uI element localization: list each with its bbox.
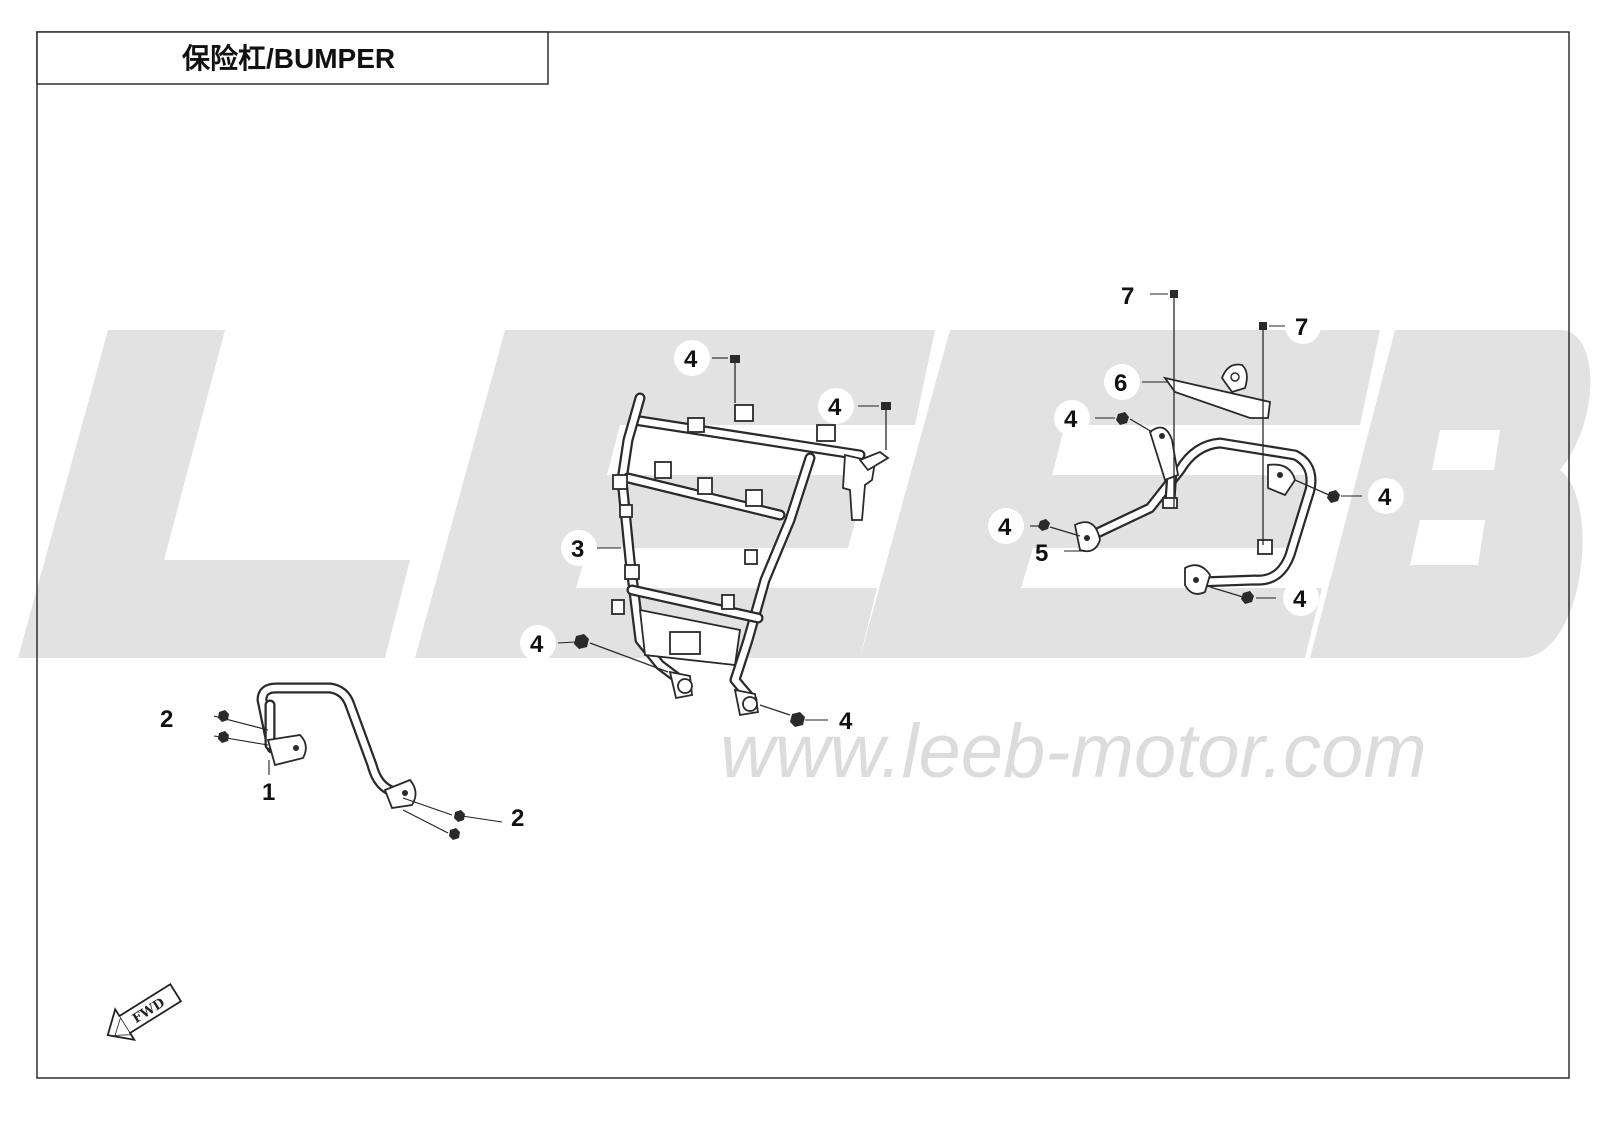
callout-3: 3 (561, 530, 621, 566)
hitch-bracket (1142, 363, 1271, 419)
callout-label: 3 (571, 536, 584, 563)
watermark-url: www.leeb-motor.com (720, 709, 1427, 794)
callout-label: 4 (1378, 484, 1392, 511)
callout-label: 6 (1114, 370, 1127, 397)
bumper-frame (611, 392, 890, 717)
callout-label: 4 (998, 514, 1012, 541)
bolt-4-rear-right-upper (1294, 479, 1362, 503)
callout-7-left: 7 (1121, 283, 1134, 310)
callout-label: 2 (511, 805, 524, 832)
bolt-4-bottom-right (759, 704, 828, 727)
bolt-2-group-left (213, 710, 269, 746)
callout-4-frame-bottom-right: 4 (829, 702, 865, 738)
callout-label: 4 (1064, 406, 1078, 433)
bolt-4-rear-right-lower (1209, 586, 1276, 604)
callout-label: 4 (828, 394, 842, 421)
pin-7-right (1259, 322, 1287, 545)
title-box (36, 31, 549, 85)
callout-label: 4 (684, 346, 698, 373)
bolt-4-bottom-left (557, 634, 669, 673)
page-title: 保险杠/BUMPER (182, 42, 395, 74)
callout-label: 7 (1295, 314, 1308, 341)
callout-2-left: 2 (160, 706, 173, 733)
callout-label: 1 (262, 779, 275, 806)
bolt-2-group-right (402, 797, 465, 840)
bolt-4-top-left (712, 355, 740, 403)
callout-label: 5 (1035, 540, 1048, 567)
bolt-4-rear-lower-left (1030, 519, 1085, 552)
callout-2-right: 2 (461, 805, 524, 832)
callout-7-right: 7 (1285, 308, 1321, 344)
callout-1: 1 (262, 760, 275, 806)
callout-4-frame-top-right: 4 (818, 388, 854, 424)
callout-4-rear-lower-left: 4 (988, 508, 1024, 544)
callout-label: 2 (160, 706, 173, 733)
callout-6: 6 (1104, 364, 1140, 400)
front-bumper-bar (256, 682, 417, 809)
callout-4-rear-right-upper: 4 (1368, 478, 1404, 514)
callout-5: 5 (1035, 540, 1048, 567)
diagram-border (36, 31, 1570, 1079)
callout-label: 4 (530, 631, 544, 658)
callout-4-frame-bottom-left: 4 (520, 625, 556, 661)
fwd-arrow-icon: FWD (106, 983, 183, 1042)
callout-4-rear-upper-left: 4 (1054, 400, 1090, 436)
callout-label: 4 (839, 708, 853, 735)
watermark-logo (18, 330, 1591, 658)
callout-4-rear-right-lower: 4 (1283, 580, 1319, 616)
bolt-4-rear-upper-left (1095, 412, 1153, 433)
pin-7-left (1150, 290, 1178, 508)
rear-bumper-bar (1073, 426, 1317, 595)
callout-label: 4 (1293, 586, 1307, 613)
bolt-4-top-right (858, 402, 891, 450)
callout-4-frame-top-left: 4 (674, 340, 710, 376)
callout-label: 7 (1121, 283, 1134, 310)
